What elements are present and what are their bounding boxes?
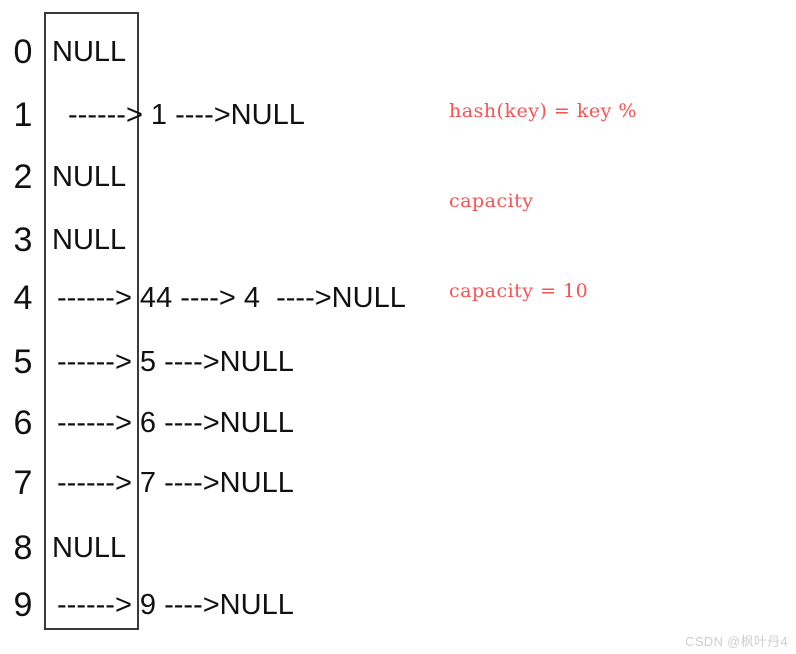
bucket-row: 6 ------> 6 ---->NULL	[0, 400, 796, 446]
formula-line-3: capacity = 10	[449, 280, 589, 302]
bucket-value-8: NULL	[52, 532, 127, 564]
bucket-index-4: 4	[13, 279, 33, 317]
bucket-row: 7 ------> 7 ---->NULL	[0, 460, 796, 506]
bucket-array-box	[44, 12, 139, 630]
bucket-row: 2 NULL	[0, 154, 796, 200]
bucket-row: 9 ------> 9 ---->NULL	[0, 582, 796, 628]
bucket-index-6: 6	[13, 404, 33, 442]
csdn-watermark: CSDN @枫叶丹4	[685, 634, 788, 649]
bucket-index-2: 2	[13, 158, 33, 196]
bucket-row: 8 NULL	[0, 525, 796, 571]
bucket-row: 5 ------> 5 ---->NULL	[0, 339, 796, 385]
bucket-value-2: NULL	[52, 161, 127, 193]
bucket-index-1: 1	[13, 96, 33, 134]
bucket-index-5: 5	[13, 343, 33, 381]
bucket-row: 4 ------> 44 ----> 4 ---->NULL	[0, 275, 796, 321]
bucket-index-7: 7	[13, 464, 33, 502]
formula-line-2: capacity	[449, 190, 534, 212]
bucket-chain-7: ------> 7 ---->NULL	[57, 467, 294, 499]
formula-line-1: hash(key) = key %	[449, 100, 637, 122]
bucket-chain-4: ------> 44 ----> 4 ---->NULL	[57, 282, 406, 314]
bucket-chain-9: ------> 9 ---->NULL	[57, 589, 294, 621]
bucket-chain-1: ------> 1 ---->NULL	[68, 99, 305, 131]
bucket-chain-5: ------> 5 ---->NULL	[57, 346, 294, 378]
bucket-chain-6: ------> 6 ---->NULL	[57, 407, 294, 439]
bucket-index-3: 3	[13, 221, 33, 259]
bucket-value-0: NULL	[52, 36, 127, 68]
hash-formula-annotation: hash(key) = key % capacity capacity = 10	[449, 36, 769, 366]
bucket-index-9: 9	[13, 586, 33, 624]
bucket-index-8: 8	[13, 529, 33, 567]
bucket-value-3: NULL	[52, 224, 127, 256]
bucket-row: 0 NULL	[0, 29, 796, 75]
bucket-row: 3 NULL	[0, 217, 796, 263]
bucket-row: 1 ------> 1 ---->NULL	[0, 92, 796, 138]
bucket-index-0: 0	[13, 33, 33, 71]
